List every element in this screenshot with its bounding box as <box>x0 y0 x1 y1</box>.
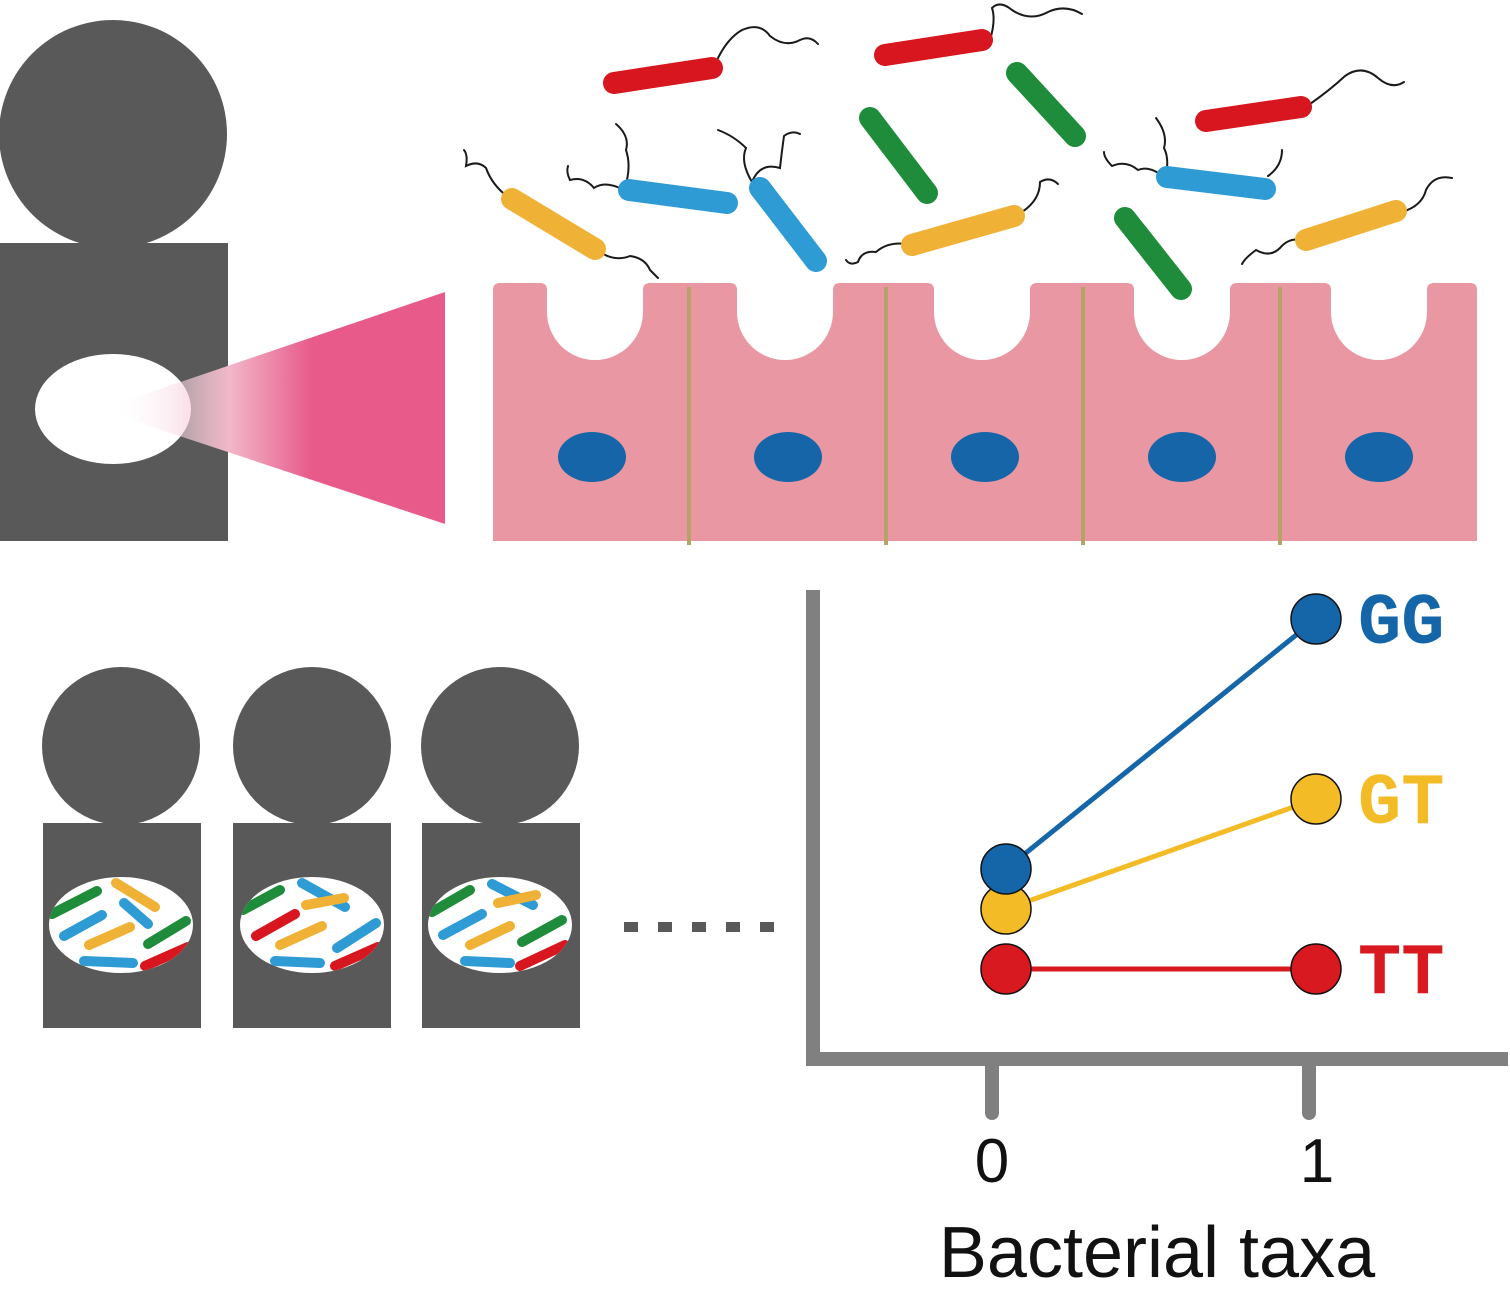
series-line <box>1004 617 1318 871</box>
x-axis-title: Bacterial taxa <box>939 1213 1376 1293</box>
cell-nucleus <box>1148 432 1216 482</box>
intestinal-epithelium <box>493 283 1477 545</box>
chart-axes <box>806 590 1508 1066</box>
series-gt: GT <box>980 763 1444 935</box>
gut-bacteria <box>463 3 1453 300</box>
data-point <box>1290 593 1342 645</box>
ellipsis-dots <box>624 922 774 932</box>
small-person-icon <box>421 667 580 1028</box>
data-point <box>980 843 1032 895</box>
series-layer: TT GT GG <box>980 583 1444 1015</box>
series-line <box>1005 796 1317 912</box>
epithelium-tissue <box>493 283 1477 541</box>
x-tick-label: 1 <box>1300 1127 1334 1196</box>
small-person-icon <box>233 667 391 1028</box>
large-person-icon <box>0 20 228 541</box>
cell-nucleus <box>951 432 1019 482</box>
cell-nucleus <box>754 432 822 482</box>
series-label: GT <box>1358 763 1444 845</box>
small-person-icon <box>42 667 201 1028</box>
cell-nucleus <box>558 432 626 482</box>
genotype-chart: 0 1 Bacterial taxa TT GT GG <box>806 583 1508 1293</box>
series-gg: GG <box>980 583 1444 895</box>
series-tt: TT <box>980 933 1444 1015</box>
cell-nucleus <box>1345 432 1413 482</box>
data-point <box>980 943 1032 995</box>
x-tick-label: 0 <box>975 1127 1009 1196</box>
data-point <box>1290 943 1342 995</box>
zoom-beam <box>113 292 445 524</box>
data-point <box>1290 773 1342 825</box>
series-label: GG <box>1358 583 1444 665</box>
series-label: TT <box>1358 933 1444 1015</box>
